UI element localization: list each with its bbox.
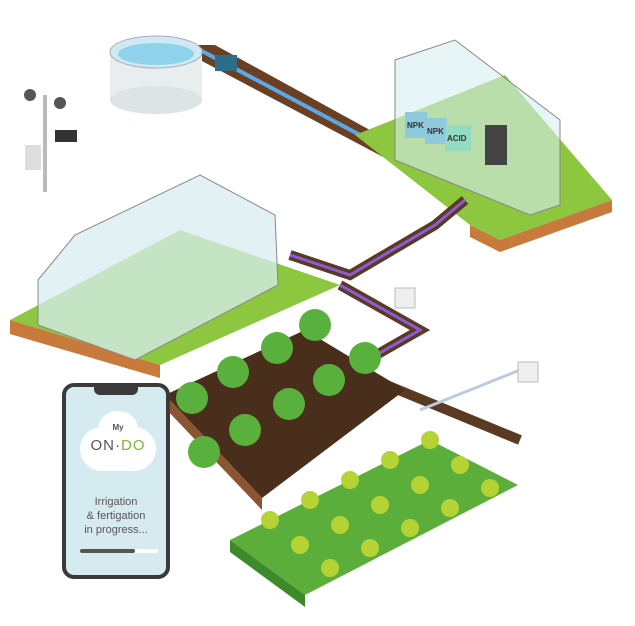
platform-soil	[470, 200, 612, 252]
tank-label: NPK	[407, 121, 424, 130]
fertigation-pipe	[289, 198, 466, 277]
app-name-left: ON	[90, 437, 115, 454]
status-line: Irrigation	[94, 496, 138, 508]
ondo-cloud-logo: My ON·DO	[80, 411, 156, 471]
platform-soil	[10, 320, 160, 378]
orchard-trees	[176, 309, 381, 468]
water-pipe-field	[419, 368, 521, 412]
app-name-right: DO	[121, 437, 146, 454]
app-name: ON·DO	[90, 437, 146, 454]
status-line: & fertigation	[86, 510, 146, 522]
field-edge	[230, 540, 305, 607]
tank-label: ACID	[447, 134, 467, 143]
greenhouse-right	[394, 39, 561, 216]
greenhouse-left	[37, 174, 279, 361]
status-line: in progress...	[84, 524, 148, 536]
corn-plants	[261, 431, 499, 577]
tank-label: NPK	[427, 127, 444, 136]
controller	[485, 125, 507, 165]
progress-bar	[80, 549, 158, 553]
progress-fill	[80, 549, 135, 553]
phone-notch	[94, 386, 138, 395]
corn-field	[230, 440, 518, 595]
weather-station	[24, 89, 77, 192]
status-message: Irrigation & fertigation in progress...	[68, 495, 164, 537]
app-prefix: My	[112, 423, 124, 432]
pump	[215, 55, 237, 71]
water-tank	[109, 35, 203, 114]
fertilizer-tanks: NPK NPK ACID	[405, 112, 471, 151]
soil-sensor	[394, 287, 416, 309]
phone-app-screen: My ON·DO Irrigation & fertigation in pro…	[62, 383, 170, 579]
soil-sensor	[517, 361, 539, 383]
